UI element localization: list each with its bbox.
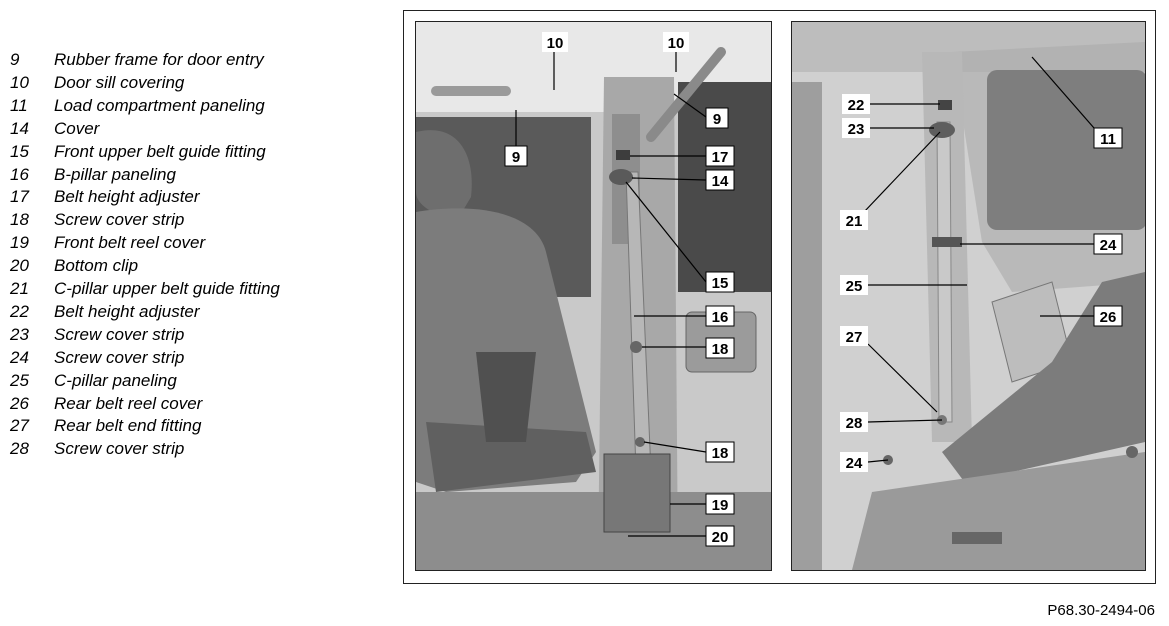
legend-item-label: Rear belt end fitting xyxy=(54,416,202,436)
callout-19: 19 xyxy=(712,497,729,514)
callout-24-b: 24 xyxy=(846,455,863,472)
c-pillar-illustration: 22 23 11 21 24 25 26 27 28 24 xyxy=(792,22,1145,570)
callout-20: 20 xyxy=(712,529,729,546)
legend-item-number: 25 xyxy=(10,370,29,390)
legend-item-number: 16 xyxy=(10,164,29,184)
legend-item-number: 14 xyxy=(10,118,29,138)
figure-reference-code: P68.30-2494-06 xyxy=(1047,602,1155,619)
legend-item-number: 20 xyxy=(10,256,29,276)
legend-item-number: 22 xyxy=(10,301,29,321)
legend-item-label: B-pillar paneling xyxy=(54,164,176,184)
legend-item-number: 11 xyxy=(10,95,28,115)
legend-item-label: Front belt reel cover xyxy=(54,233,206,253)
legend-item-number: 23 xyxy=(10,324,29,344)
callout-11: 11 xyxy=(1100,131,1116,148)
b-pillar-illustration: 10 10 9 9 17 14 15 16 18 18 19 20 xyxy=(416,22,771,570)
callout-10-b: 10 xyxy=(668,35,685,52)
legend-item-number: 26 xyxy=(10,393,29,413)
legend-item-number: 10 xyxy=(10,72,29,92)
callout-27: 27 xyxy=(846,329,863,346)
callout-21: 21 xyxy=(846,213,863,230)
legend-item-label: Screw cover strip xyxy=(54,439,185,459)
legend-item-label: Rear belt reel cover xyxy=(54,393,203,413)
legend-item-label: Screw cover strip xyxy=(54,210,185,230)
callout-18-b: 18 xyxy=(712,445,729,462)
legend-item-number: 17 xyxy=(10,187,29,207)
legend-item-label: Load compartment paneling xyxy=(54,95,265,115)
callout-28: 28 xyxy=(846,415,863,432)
callout-15: 15 xyxy=(712,275,729,292)
callout-14: 14 xyxy=(712,173,729,190)
callout-10-a: 10 xyxy=(547,35,564,52)
legend-item-label: Belt height adjuster xyxy=(54,301,200,321)
callout-24-a: 24 xyxy=(1100,237,1117,254)
legend-item-label: C-pillar paneling xyxy=(54,370,177,390)
callout-16: 16 xyxy=(712,309,729,326)
legend-item-number: 9 xyxy=(10,50,20,69)
legend-item-number: 15 xyxy=(10,141,29,161)
legend-item-label: Rubber frame for door entry xyxy=(54,50,264,69)
callout-9-b: 9 xyxy=(713,111,721,128)
legend-item-label: Cover xyxy=(54,118,100,138)
photo-b-pillar: 10 10 9 9 17 14 15 16 18 18 19 20 xyxy=(415,21,772,571)
callout-18-a: 18 xyxy=(712,341,729,358)
legend-item-label: Belt height adjuster xyxy=(54,187,200,207)
legend-item-number: 27 xyxy=(10,416,29,436)
legend-item-number: 24 xyxy=(10,347,29,367)
legend-item-label: Screw cover strip xyxy=(54,324,185,344)
callout-25: 25 xyxy=(846,278,863,295)
photo-c-pillar: 22 23 11 21 24 25 26 27 28 24 xyxy=(791,21,1146,571)
legend-item-label: Front upper belt guide fitting xyxy=(54,141,266,161)
legend-item-number: 21 xyxy=(10,279,29,298)
legend-item-label: C-pillar upper belt guide fitting xyxy=(54,279,280,298)
legend-item-number: 28 xyxy=(10,439,29,459)
legend-item-label: Screw cover strip xyxy=(54,347,185,367)
callout-26: 26 xyxy=(1100,309,1117,326)
callout-22: 22 xyxy=(848,97,865,114)
callout-23: 23 xyxy=(848,121,865,138)
callout-17: 17 xyxy=(712,149,729,166)
legend-item-number: 18 xyxy=(10,210,29,230)
legend-item-number: 19 xyxy=(10,233,29,253)
legend-item-label: Bottom clip xyxy=(54,256,139,276)
callout-9-a: 9 xyxy=(512,149,520,166)
legend-item-label: Door sill covering xyxy=(54,72,185,92)
